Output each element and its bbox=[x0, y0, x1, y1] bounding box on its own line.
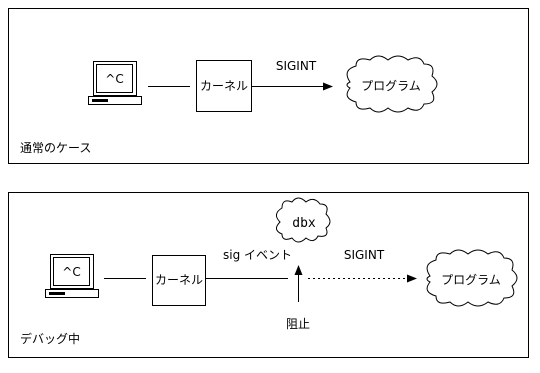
sigint-label: SIGINT bbox=[344, 248, 385, 262]
debug-case-panel: ^C カーネル sig イベント dbx 阻止 SIGINT プログラム デバッ… bbox=[8, 192, 529, 358]
kernel-label: カーネル bbox=[200, 79, 248, 93]
terminal-key-label: ^C bbox=[105, 72, 123, 86]
block-label: 阻止 bbox=[286, 317, 310, 331]
dbx-cloud bbox=[276, 197, 331, 243]
kernel-label: カーネル bbox=[155, 273, 203, 287]
sig-event-label: sig イベント bbox=[223, 248, 292, 262]
terminal-key-label: ^C bbox=[62, 265, 80, 279]
program-label: プログラム bbox=[441, 273, 501, 287]
normal-case-caption: 通常のケース bbox=[20, 141, 91, 155]
debug-case-caption: デバッグ中 bbox=[20, 331, 80, 346]
program-cloud bbox=[346, 55, 438, 113]
normal-case-panel: ^C カーネル SIGINT プログラム 通常のケース bbox=[8, 8, 529, 164]
terminal-icon: ^C bbox=[88, 61, 142, 105]
sigint-label: SIGINT bbox=[276, 59, 317, 73]
program-label: プログラム bbox=[361, 79, 421, 93]
kernel-box bbox=[196, 60, 252, 112]
dbx-label: dbx bbox=[292, 216, 316, 231]
terminal-icon: ^C bbox=[45, 254, 99, 298]
kernel-box bbox=[152, 255, 206, 306]
program-cloud bbox=[426, 249, 518, 307]
